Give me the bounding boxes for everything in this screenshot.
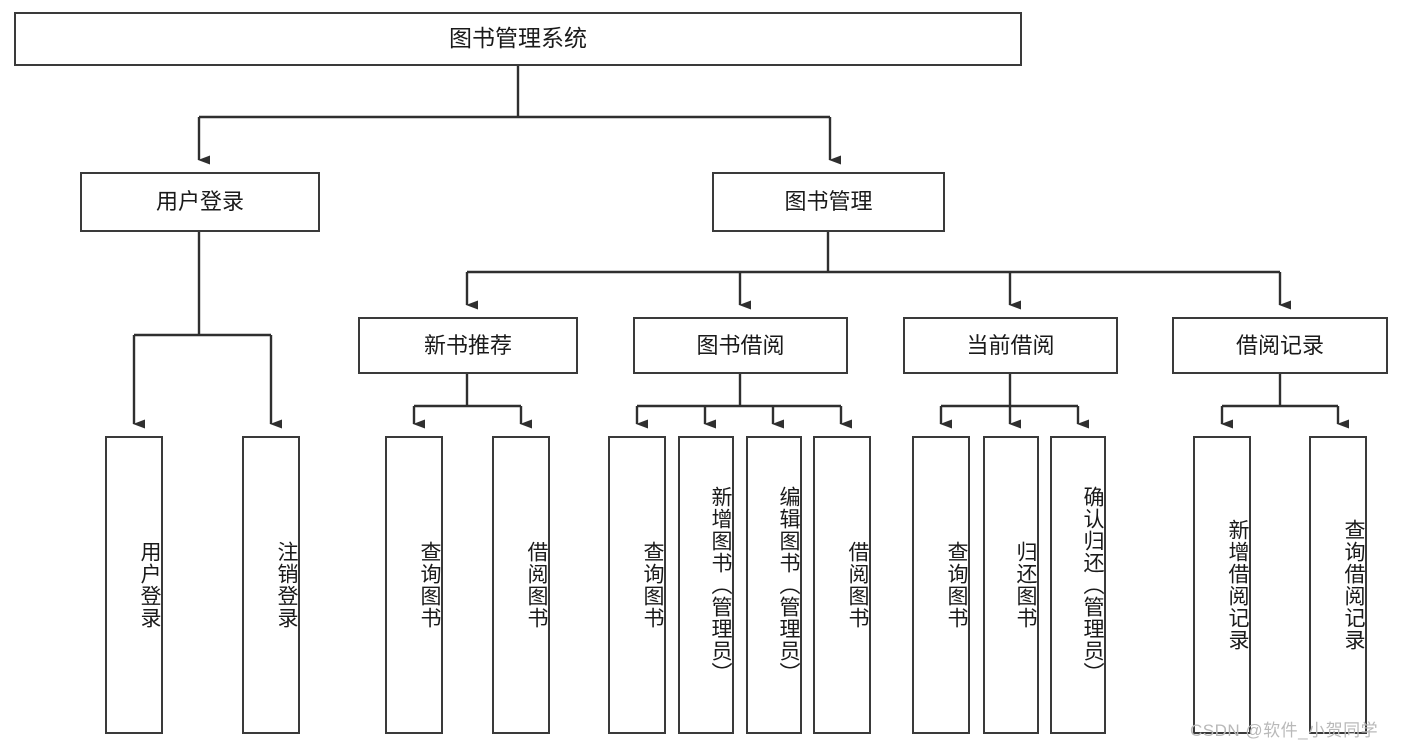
node-label: 确认归还（管理员） — [1081, 486, 1104, 684]
node-label: 查询借阅记录 — [1342, 519, 1365, 651]
leaf-record-add-borrow-record[interactable]: 新增借阅记录 — [1193, 436, 1251, 734]
node-book-borrow[interactable]: 图书借阅 — [633, 317, 848, 374]
node-root-system[interactable]: 图书管理系统 — [14, 12, 1022, 66]
leaf-current-return-book[interactable]: 归还图书 — [983, 436, 1039, 734]
node-label: 用户登录 — [155, 189, 244, 215]
leaf-borrow-query-book[interactable]: 查询图书 — [608, 436, 666, 734]
node-borrow-record[interactable]: 借阅记录 — [1172, 317, 1388, 374]
node-label: 图书管理 — [784, 189, 873, 215]
node-label: 借阅记录 — [1235, 332, 1324, 358]
node-label: 当前借阅 — [966, 332, 1055, 358]
leaf-recommend-query-book[interactable]: 查询图书 — [385, 436, 443, 734]
node-label: 借阅图书 — [846, 541, 869, 629]
node-label: 图书借阅 — [696, 332, 785, 358]
node-label: 查询图书 — [641, 541, 664, 629]
node-label: 查询图书 — [945, 541, 968, 629]
node-label: 新书推荐 — [423, 332, 512, 358]
leaf-borrow-borrow-book[interactable]: 借阅图书 — [813, 436, 871, 734]
node-label: 查询图书 — [418, 541, 441, 629]
node-user-login[interactable]: 用户登录 — [80, 172, 320, 232]
node-current-borrow[interactable]: 当前借阅 — [903, 317, 1118, 374]
leaf-borrow-add-book-admin[interactable]: 新增图书（管理员） — [678, 436, 734, 734]
node-label: 借阅图书 — [525, 541, 548, 629]
node-label: 图书管理系统 — [449, 25, 587, 52]
node-label: 用户登录 — [138, 541, 161, 629]
leaf-user-login[interactable]: 用户登录 — [105, 436, 163, 734]
leaf-current-query-book[interactable]: 查询图书 — [912, 436, 970, 734]
node-label: 编辑图书（管理员） — [777, 486, 800, 684]
node-label: 新增借阅记录 — [1226, 519, 1249, 651]
node-label: 新增图书（管理员） — [709, 486, 732, 684]
leaf-borrow-edit-book-admin[interactable]: 编辑图书（管理员） — [746, 436, 802, 734]
leaf-current-confirm-return-admin[interactable]: 确认归还（管理员） — [1050, 436, 1106, 734]
leaf-user-logout[interactable]: 注销登录 — [242, 436, 300, 734]
leaf-recommend-borrow-book[interactable]: 借阅图书 — [492, 436, 550, 734]
node-label: 注销登录 — [275, 541, 298, 629]
csdn-watermark: CSDN @软件_小贺同学 — [1190, 721, 1379, 740]
node-book-management[interactable]: 图书管理 — [712, 172, 945, 232]
leaf-record-query-borrow-record[interactable]: 查询借阅记录 — [1309, 436, 1367, 734]
node-label: 归还图书 — [1014, 541, 1037, 629]
node-new-book-recommend[interactable]: 新书推荐 — [358, 317, 578, 374]
